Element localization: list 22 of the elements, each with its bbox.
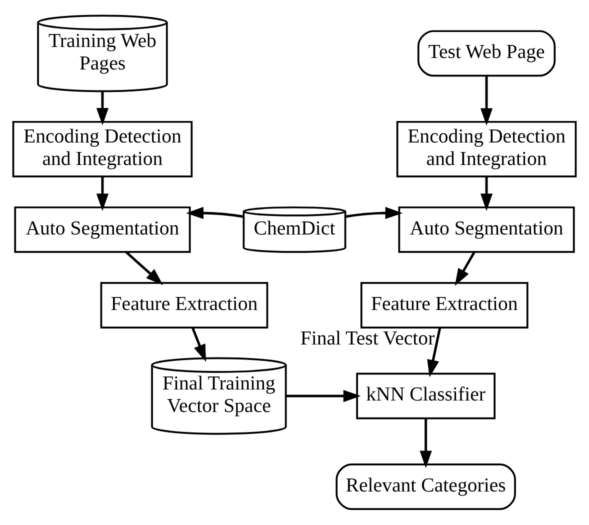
arrow — [186, 206, 244, 220]
node-box: Encoding Detection and Integration — [396, 120, 577, 178]
node-box: Feature Extraction — [360, 282, 528, 328]
arrow — [125, 251, 164, 286]
arrow — [427, 328, 442, 378]
arrow — [480, 176, 493, 211]
arrow — [345, 206, 403, 220]
node-box: Auto Segmentation — [14, 206, 191, 253]
node-box: Feature Extraction — [100, 282, 268, 328]
arrow — [454, 251, 476, 286]
node-box: Auto Segmentation — [398, 206, 575, 253]
node-box: Test Web Page — [417, 30, 556, 77]
node-box: Encoding Detection and Integration — [12, 120, 193, 178]
node-box: kNN Classifier — [356, 372, 496, 420]
node-box: Relevant Categories — [336, 464, 516, 510]
edge-label: Final Test Vector — [300, 328, 435, 350]
arrow — [420, 418, 432, 468]
arrow — [286, 390, 361, 402]
arrow — [480, 76, 493, 126]
arrow — [191, 327, 206, 362]
arrow — [96, 90, 109, 126]
arrow — [96, 176, 109, 211]
